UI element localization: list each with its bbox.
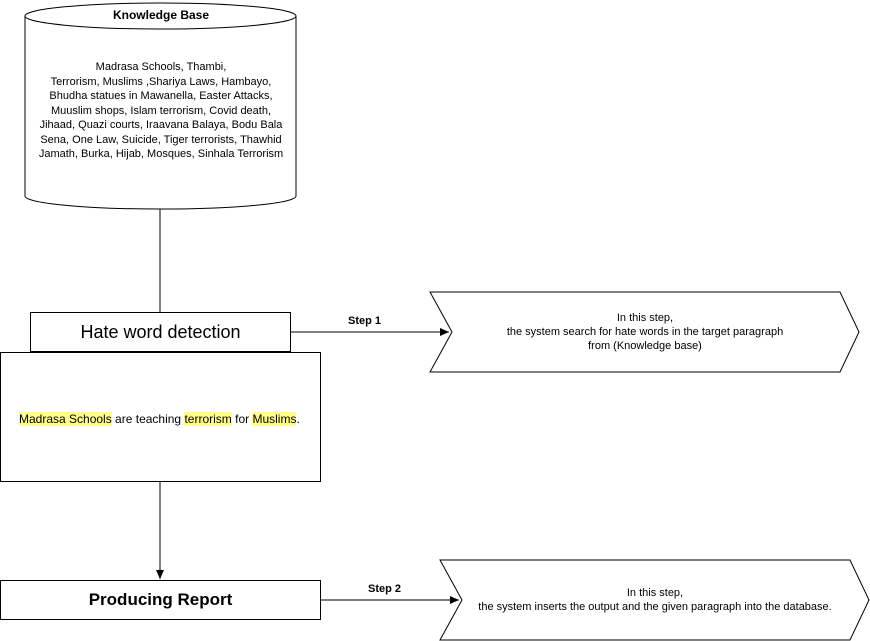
kb-line: Muuslim shops, Islam terrorism, Covid de… [50,104,272,117]
kb-line: Sena, One Law, Suicide, Tiger terrorists… [40,133,282,146]
step2-label: Step 2 [366,583,404,595]
paragraph-fragment: are teaching [111,412,185,426]
hate-word-detection-box: Hate word detection [30,312,291,352]
step2-description: In this step, the system inserts the out… [452,586,858,614]
hate-word-highlight: terrorism [184,412,232,426]
producing-report-box: Producing Report [0,580,321,620]
kb-line: Terrorism, Muslims ,Shariya Laws, Hambay… [50,75,272,88]
step1-label: Step 1 [346,315,384,327]
kb-line: Madrasa Schools, Thambi, [95,61,227,73]
target-paragraph-box: Madrasa Schools are teaching terrorism f… [0,352,321,482]
step2-line: In this step, [626,587,684,599]
knowledge-base-title: Knowledge Base [112,8,210,22]
step2-callout-shape [439,559,870,641]
step1-callout-shape [429,291,860,373]
kb-line: Jihaad, Quazi courts, Iraavana Balaya, B… [39,119,283,131]
kb-line: Bhudha statues in Mawanella, Easter Atta… [49,90,273,102]
hate-word-highlight: Muslims [252,412,297,426]
step1-line: In this step, [616,312,674,324]
kb-line: Jamath, Burka, Hijab, Mosques, Sinhala T… [38,148,284,160]
step1-description: In this step, the system search for hate… [452,311,838,353]
hate-word-highlight: Madrasa Schools [19,412,112,426]
step1-line: from (Knowledge base) [588,340,702,352]
step1-line: the system search for hate words in the … [506,326,784,338]
paragraph-text: Madrasa Schools are teaching terrorism f… [19,412,300,426]
step2-line: the system inserts the output and the gi… [478,601,832,613]
knowledge-base-cylinder [24,2,297,210]
paragraph-fragment: . [296,412,300,426]
paragraph-fragment: for [231,412,253,426]
knowledge-base-words: Madrasa Schools, Thambi, Terrorism, Musl… [25,60,297,162]
